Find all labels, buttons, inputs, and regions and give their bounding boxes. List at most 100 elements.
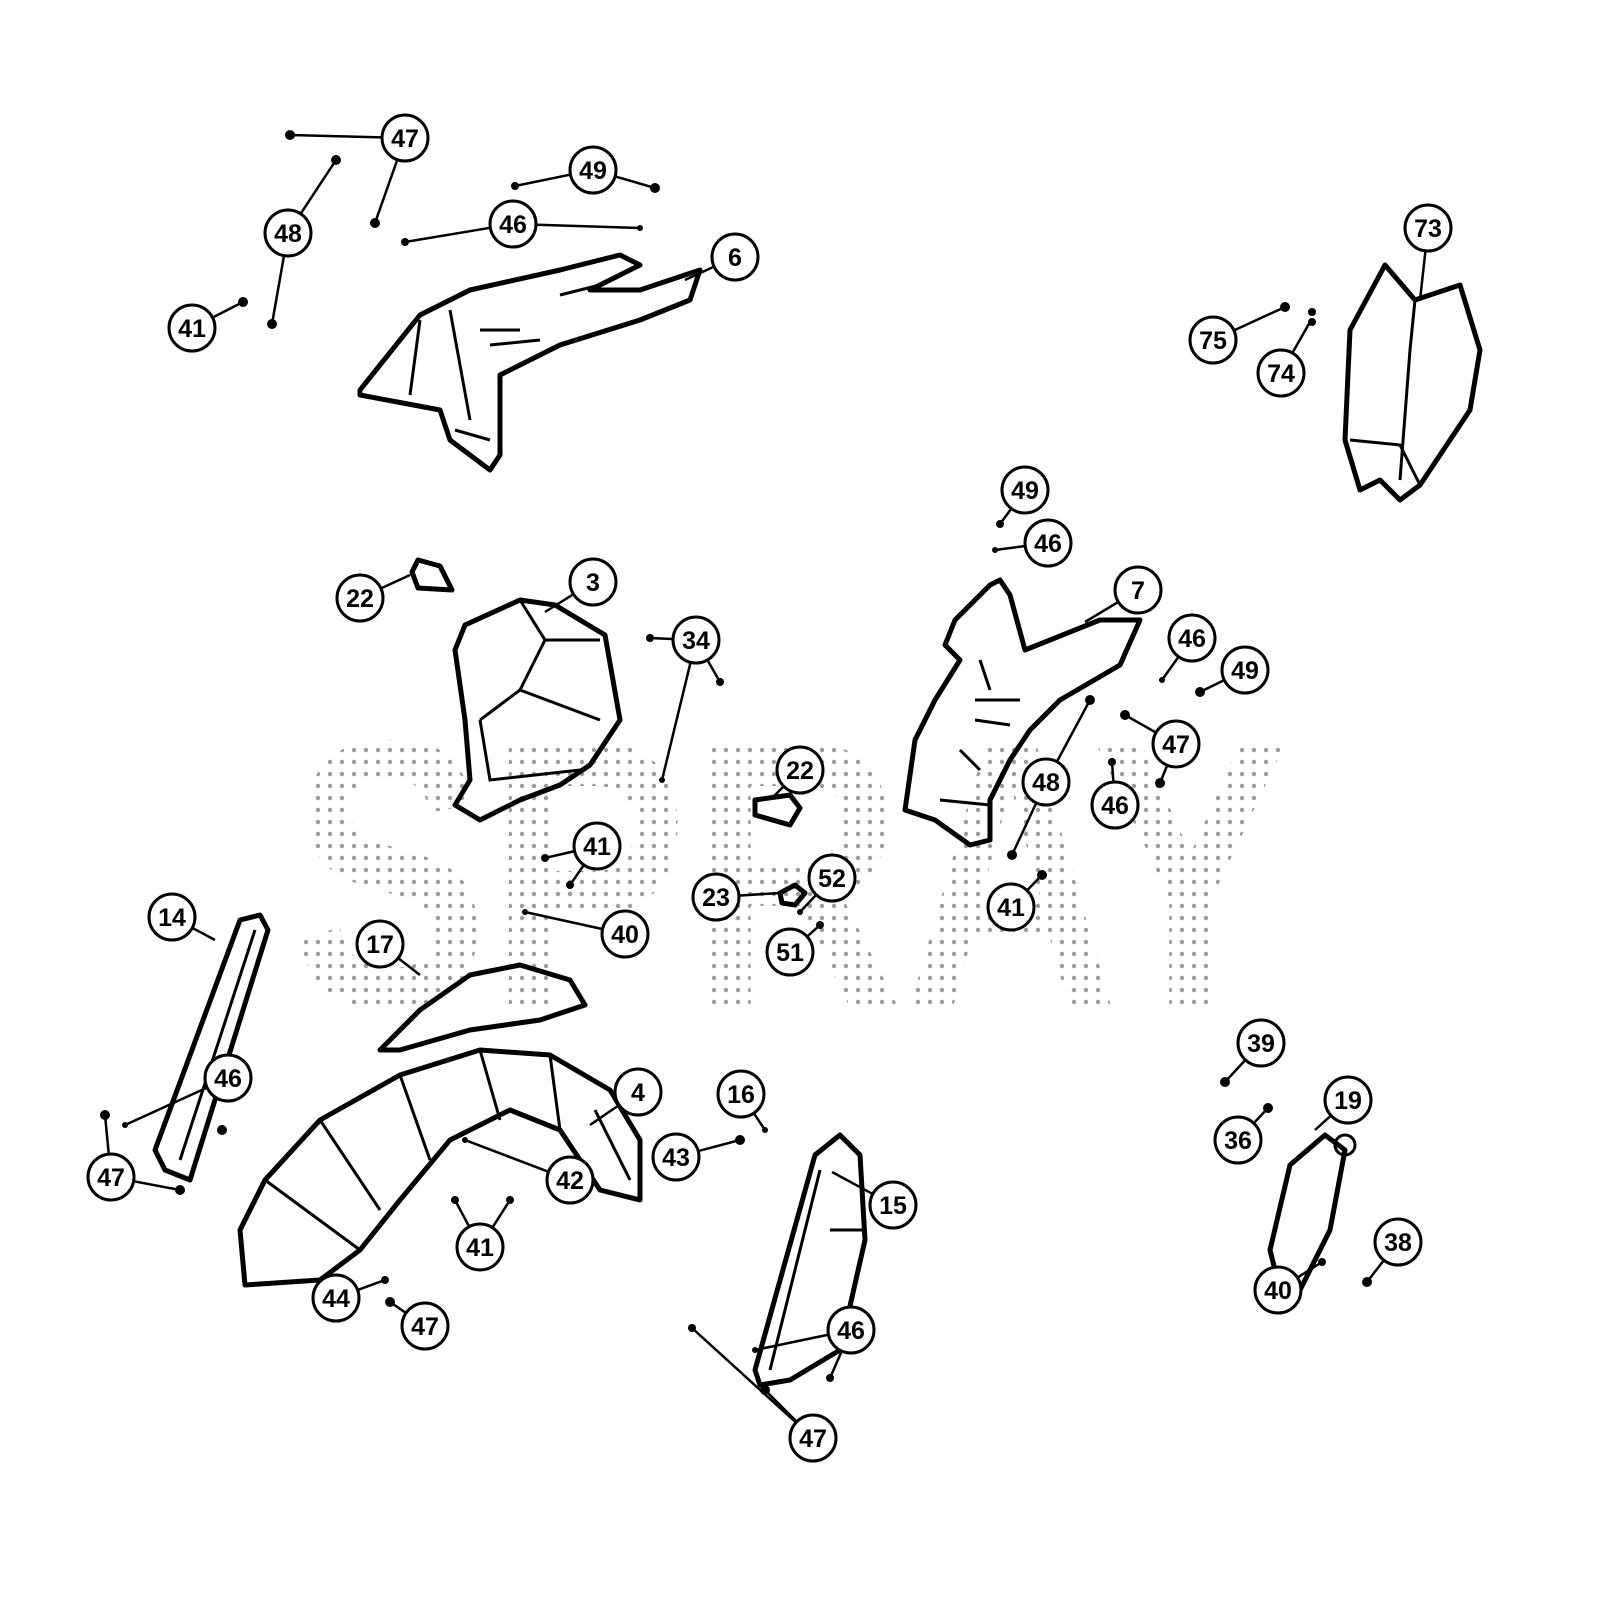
callout-bubble [765, 927, 815, 977]
callout-4: 4 [589, 1067, 663, 1127]
leader-line [764, 1389, 797, 1422]
callout-number: 4 [631, 1079, 645, 1107]
leader-line [1199, 679, 1224, 694]
leader-line [831, 1170, 873, 1195]
leader-line [453, 1199, 470, 1227]
part-19-light-housing [1267, 1132, 1357, 1293]
callout-bubble [263, 208, 313, 258]
callout-bubble [1090, 780, 1140, 830]
leader-line [544, 593, 574, 614]
leader-line [289, 133, 382, 139]
callout-number: 49 [1011, 477, 1039, 505]
leader-line [1056, 699, 1092, 762]
callout-number: 48 [274, 220, 302, 248]
callout-47: 47 [691, 1327, 838, 1463]
callout-bubble [1000, 465, 1050, 515]
callout-52: 52 [799, 853, 857, 913]
callout-bubble [807, 853, 857, 903]
callout-41: 41 [453, 1199, 512, 1272]
callout-bubble [203, 1053, 253, 1103]
leader-line [698, 1138, 741, 1153]
leader-line [691, 1327, 797, 1423]
leader-line [373, 160, 399, 224]
leader-line [404, 226, 490, 244]
callout-number: 7 [1131, 577, 1145, 605]
callout-bubble [1236, 1018, 1286, 1068]
callout-51: 51 [765, 924, 821, 977]
callout-bubble [568, 557, 618, 607]
callout-74: 74 [1256, 321, 1312, 398]
callout-bubble [1021, 757, 1071, 807]
callout-34: 34 [649, 615, 722, 781]
leader-line [807, 924, 821, 937]
callout-number: 46 [499, 211, 527, 239]
callout-41: 41 [986, 874, 1043, 932]
callout-bubble [572, 821, 622, 871]
callout-bubble [1403, 203, 1453, 253]
callout-bubble [1113, 565, 1163, 615]
callout-49: 49 [514, 145, 656, 195]
leader-line [192, 927, 216, 942]
leader-line [753, 1113, 767, 1131]
part-22-clamp [752, 792, 803, 828]
leader-line [615, 175, 656, 190]
callout-number: 52 [818, 865, 846, 893]
callout-bubble [1323, 1075, 1373, 1125]
callout-48: 48 [263, 159, 338, 325]
leader-line [300, 159, 338, 214]
callout-46: 46 [994, 518, 1073, 568]
callout-bubble [455, 1222, 505, 1272]
callout-bubble [1188, 315, 1238, 365]
callout-number: 49 [579, 157, 607, 185]
callout-number: 40 [1264, 1277, 1292, 1305]
callout-number: 17 [366, 931, 394, 959]
callout-73: 73 [1403, 203, 1453, 301]
leader-line [514, 173, 570, 188]
callout-number: 47 [97, 1164, 125, 1192]
callout-15: 15 [831, 1170, 918, 1230]
callout-bubble [826, 1305, 876, 1355]
callout-bubble [651, 1132, 701, 1182]
callout-number: 51 [776, 939, 804, 967]
callout-47: 47 [289, 113, 430, 224]
callout-bubble [147, 892, 197, 942]
callout-36: 36 [1213, 1107, 1269, 1165]
leader-line [270, 256, 286, 325]
leader-line [1418, 251, 1427, 301]
callout-38: 38 [1366, 1217, 1423, 1283]
callout-number: 46 [214, 1065, 242, 1093]
callout-number: 47 [411, 1313, 439, 1341]
callout-42: 42 [464, 1138, 595, 1205]
leader-line [1297, 1260, 1323, 1279]
callout-number: 3 [586, 569, 600, 597]
callout-bubble [1256, 348, 1306, 398]
callout-number: 41 [466, 1234, 494, 1262]
callout-bubble [716, 1069, 766, 1119]
leader-line [706, 660, 722, 683]
callout-bubble [335, 573, 385, 623]
callout-48: 48 [1010, 699, 1092, 856]
leader-line [1010, 803, 1038, 856]
callout-number: 36 [1224, 1127, 1252, 1155]
callout-bubble [986, 882, 1036, 932]
callout-bubble [400, 1301, 450, 1351]
callout-49: 49 [998, 465, 1050, 525]
callout-number: 15 [879, 1192, 907, 1220]
callout-number: 38 [1384, 1229, 1412, 1257]
callout-bubble [86, 1152, 136, 1202]
callout-number: 19 [1334, 1087, 1362, 1115]
leader-line [994, 544, 1025, 552]
callout-bubble [1167, 613, 1217, 663]
leader-line [1160, 656, 1180, 681]
callout-number: 40 [611, 921, 639, 949]
callout-number: 14 [158, 904, 186, 932]
leader-line [828, 1351, 843, 1379]
callout-number: 46 [1101, 792, 1129, 820]
callout-number: 46 [1034, 530, 1062, 558]
callout-44: 44 [311, 1273, 386, 1323]
callout-number: 73 [1414, 215, 1442, 243]
leader-line [739, 891, 781, 897]
callout-number: 47 [391, 125, 419, 153]
